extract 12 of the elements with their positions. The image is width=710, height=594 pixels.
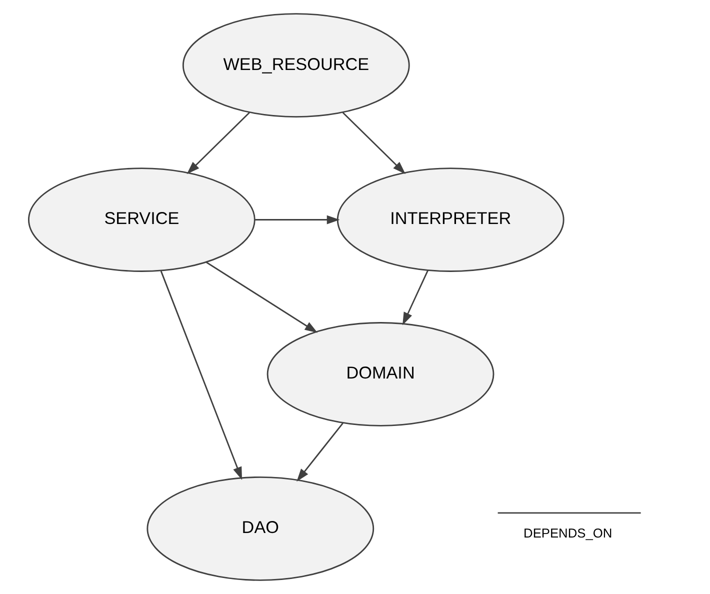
node-ellipse: WEB_RESOURCE (182, 13, 410, 118)
arrow (205, 262, 318, 333)
node-ellipse: SERVICE (28, 168, 255, 272)
arrow (402, 270, 428, 326)
arrow (254, 215, 340, 224)
node-ellipse: DAO (146, 476, 374, 581)
node-ellipse: INTERPRETER (336, 168, 564, 272)
legend-label: DEPENDS_ON (523, 526, 612, 541)
arrow (186, 112, 250, 174)
arrow (296, 422, 343, 482)
arrow (342, 112, 406, 174)
arrow (160, 270, 242, 480)
